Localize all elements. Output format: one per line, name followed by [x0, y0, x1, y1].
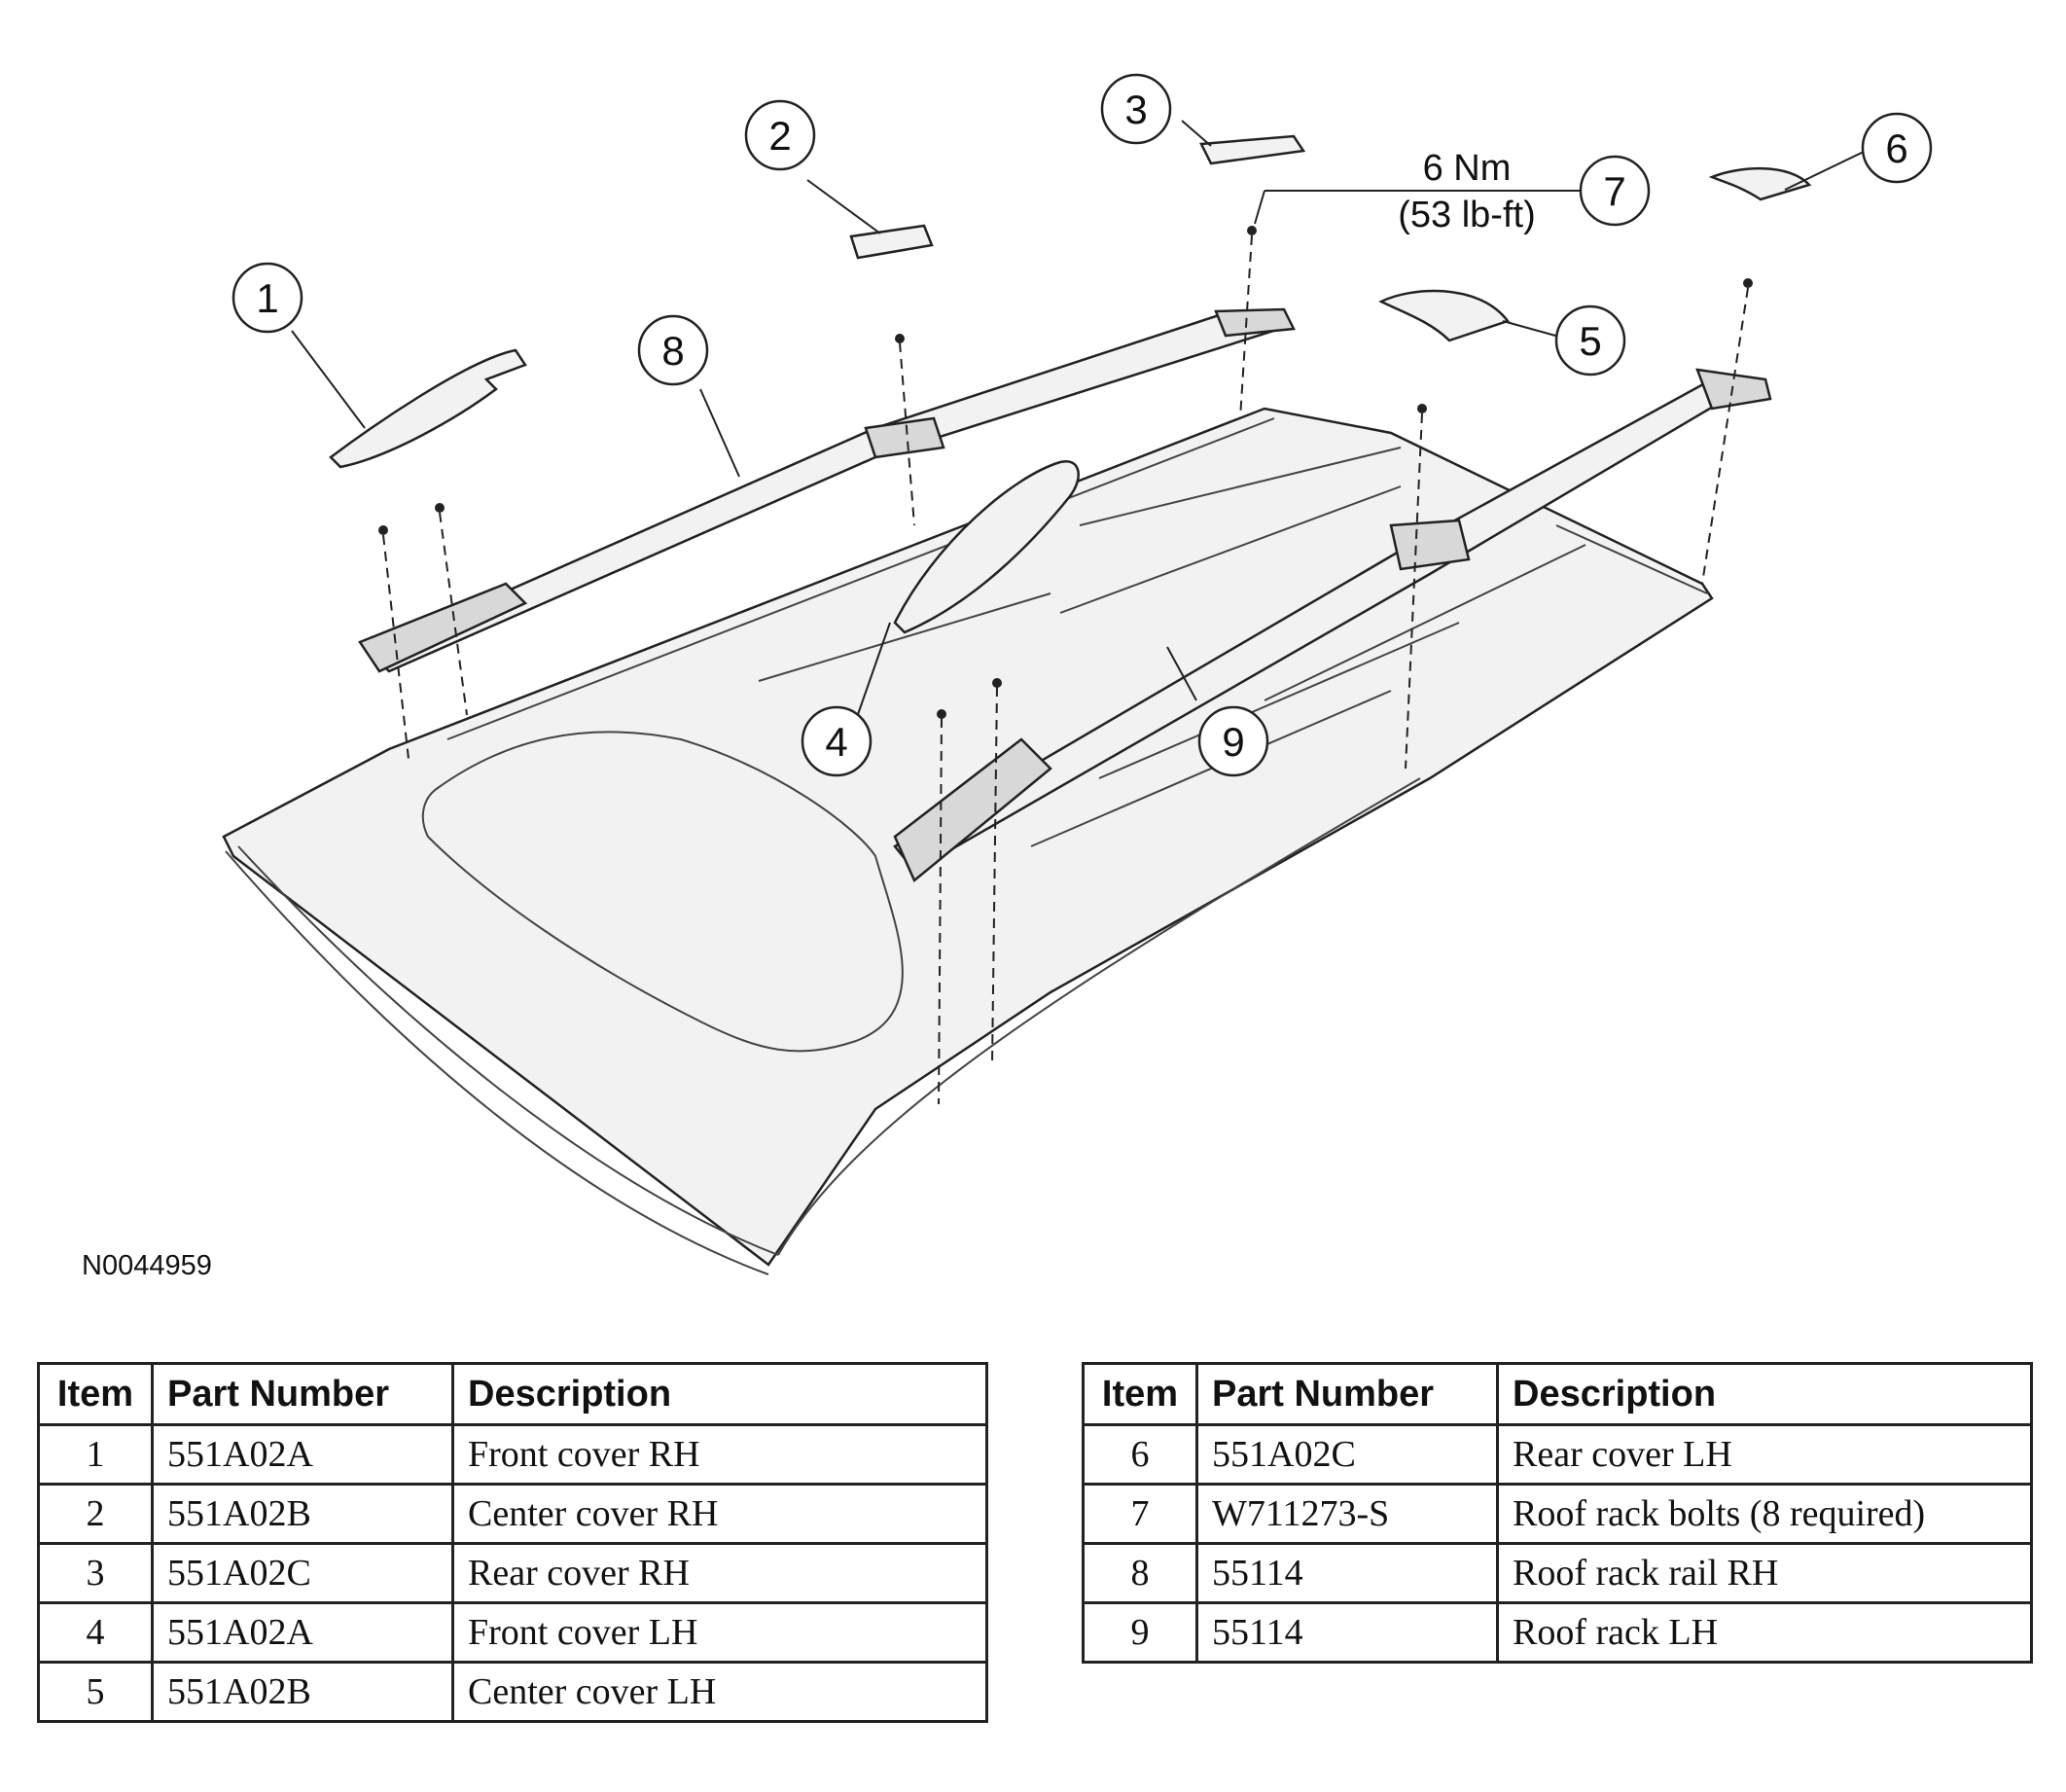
- callout-2: 2: [744, 99, 816, 171]
- rear-cover-rh: [1199, 134, 1306, 165]
- callout-8: 8: [637, 314, 709, 386]
- cell-description: Rear cover RH: [451, 1542, 988, 1604]
- cell-item: 6: [1082, 1423, 1198, 1486]
- callout-4: 4: [801, 705, 873, 777]
- center-cover-lh: [1378, 289, 1511, 342]
- header-part-number: Part Number: [151, 1362, 454, 1426]
- torque-value: 6 Nm: [1423, 148, 1512, 189]
- callout-9: 9: [1197, 705, 1269, 777]
- torque-imperial: (53 lb-ft): [1398, 195, 1535, 235]
- parts-table-left: Item Part Number Description 1 551A02A F…: [37, 1362, 988, 1723]
- cell-part-number: 551A02B: [151, 1661, 454, 1723]
- callout-6: 6: [1861, 112, 1933, 184]
- table-header-row: Item Part Number Description: [1082, 1362, 2033, 1426]
- cell-item: 5: [37, 1661, 154, 1723]
- table-row: 9 55114 Roof rack LH: [1082, 1601, 2033, 1664]
- header-item: Item: [1082, 1362, 1198, 1426]
- table-row: 1 551A02A Front cover RH: [37, 1423, 988, 1486]
- table-row: 6 551A02C Rear cover LH: [1082, 1423, 2033, 1486]
- callout-1: 1: [232, 262, 303, 334]
- cell-item: 4: [37, 1601, 154, 1664]
- svg-text:8: 8: [661, 328, 684, 374]
- callout-5: 5: [1554, 305, 1626, 376]
- cell-description: Roof rack LH: [1496, 1601, 2033, 1664]
- center-cover-rh: [849, 224, 934, 260]
- cell-part-number: 551A02A: [151, 1601, 454, 1664]
- cell-item: 3: [37, 1542, 154, 1604]
- cell-description: Rear cover LH: [1496, 1423, 2033, 1486]
- table-row: 5 551A02B Center cover LH: [37, 1661, 988, 1723]
- table-row: 8 55114 Roof rack rail RH: [1082, 1542, 2033, 1604]
- cell-item: 9: [1082, 1601, 1198, 1664]
- svg-text:5: 5: [1579, 318, 1601, 364]
- header-part-number: Part Number: [1195, 1362, 1499, 1426]
- cell-part-number: 55114: [1195, 1601, 1499, 1664]
- svg-text:4: 4: [825, 719, 847, 765]
- cell-description: Front cover LH: [451, 1601, 988, 1664]
- parts-table-right: Item Part Number Description 6 551A02C R…: [1082, 1362, 2033, 1664]
- header-description: Description: [451, 1362, 988, 1426]
- svg-text:1: 1: [256, 275, 278, 321]
- table-row: 7 W711273-S Roof rack bolts (8 required): [1082, 1483, 2033, 1545]
- header-item: Item: [37, 1362, 154, 1426]
- rear-cover-lh: [1708, 166, 1812, 201]
- roof-rack-bolts: [378, 226, 1753, 1105]
- cell-description: Roof rack rail RH: [1496, 1542, 2033, 1604]
- roof-rack-rail-lh: [893, 368, 1772, 883]
- cell-item: 8: [1082, 1542, 1198, 1604]
- cell-part-number: 551A02C: [1195, 1423, 1499, 1486]
- cell-part-number: 55114: [1195, 1542, 1499, 1604]
- cell-item: 1: [37, 1423, 154, 1486]
- table-header-row: Item Part Number Description: [37, 1362, 988, 1426]
- cell-description: Roof rack bolts (8 required): [1496, 1483, 2033, 1545]
- header-description: Description: [1496, 1362, 2033, 1426]
- roof-rack-rail-rh: [358, 307, 1296, 673]
- cell-description: Front cover RH: [451, 1423, 988, 1486]
- svg-text:9: 9: [1222, 719, 1244, 765]
- cell-description: Center cover RH: [451, 1483, 988, 1545]
- cell-item: 7: [1082, 1483, 1198, 1545]
- cell-part-number: 551A02B: [151, 1483, 454, 1545]
- cell-part-number: 551A02C: [151, 1542, 454, 1604]
- svg-text:2: 2: [768, 113, 791, 159]
- cell-description: Center cover LH: [451, 1661, 988, 1723]
- table-row: 2 551A02B Center cover RH: [37, 1483, 988, 1545]
- svg-text:3: 3: [1124, 87, 1147, 132]
- cell-part-number: 551A02A: [151, 1423, 454, 1486]
- cell-part-number: W711273-S: [1195, 1483, 1499, 1545]
- cell-item: 2: [37, 1483, 154, 1545]
- front-cover-rh: [329, 348, 527, 469]
- callout-7: 7: [1579, 155, 1651, 227]
- table-row: 3 551A02C Rear cover RH: [37, 1542, 988, 1604]
- svg-text:6: 6: [1885, 125, 1907, 171]
- callout-3: 3: [1100, 73, 1172, 145]
- front-cover-lh: [893, 459, 1080, 634]
- table-row: 4 551A02A Front cover LH: [37, 1601, 988, 1664]
- svg-text:7: 7: [1603, 168, 1625, 214]
- figure-id: N0044959: [82, 1250, 212, 1281]
